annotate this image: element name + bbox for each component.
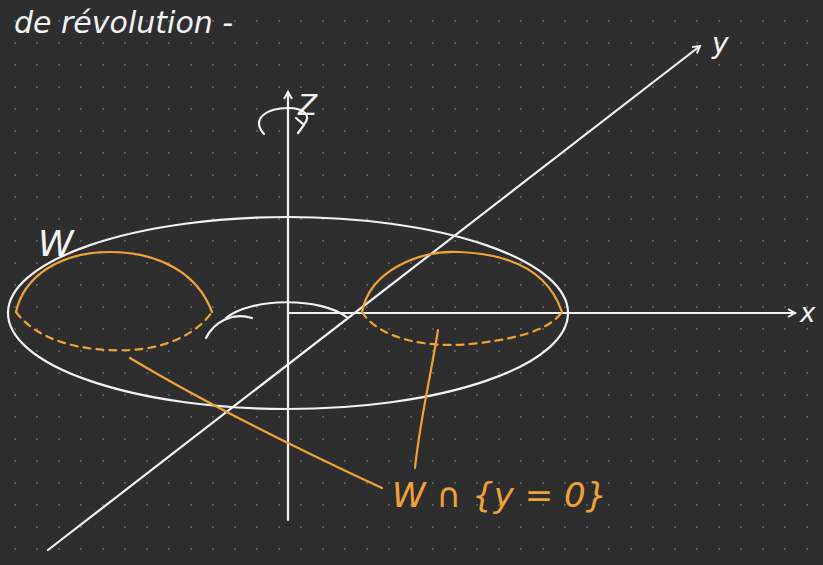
axis-label: y <box>712 30 729 58</box>
cross-section-hidden <box>362 312 562 345</box>
heading-fragment: de révolution - <box>14 8 233 38</box>
y-axis <box>48 46 700 550</box>
surface-label: W <box>38 226 74 262</box>
torus-hole <box>206 316 252 338</box>
torus-hole <box>226 302 348 318</box>
leader-line <box>415 330 438 468</box>
torus-outline <box>8 217 568 409</box>
cross-section <box>362 252 562 312</box>
axis-label: Z <box>298 92 317 120</box>
rotation-arrowhead <box>296 118 304 133</box>
cross-section-hidden <box>16 312 212 350</box>
section-label: W ∩ {y = 0} <box>392 478 607 512</box>
leader-line <box>130 358 382 488</box>
z-axis <box>287 92 289 520</box>
axis-label: x <box>800 300 815 326</box>
